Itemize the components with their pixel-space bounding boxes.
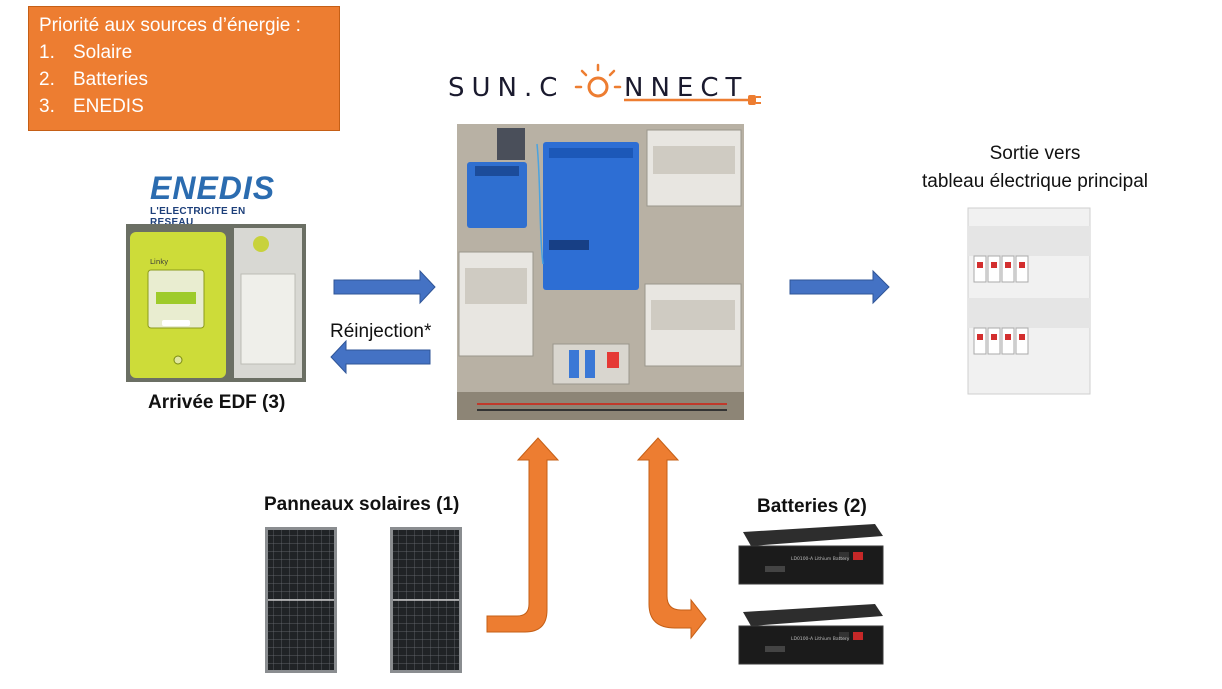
output-label-line2: tableau électrique principal — [921, 171, 1149, 192]
output-label-line1: Sortie vers — [989, 143, 1081, 164]
priority-item-solar: 1.Solaire — [39, 42, 133, 63]
edf-arrival-label: Arrivée EDF (3) — [148, 392, 286, 413]
svg-text:NNECT: NNECT — [624, 73, 748, 103]
solar-panels-label: Panneaux solaires (1) — [264, 494, 460, 515]
enedis-tagline: L'ELECTRICITE EN RESEAU — [150, 206, 246, 228]
svg-text:SUN.C: SUN.C — [448, 73, 564, 103]
arrow-battery-bidirectional — [636, 437, 707, 640]
priority-item-batteries: 2.Batteries — [39, 69, 148, 90]
battery-unit-1: LD0100-A Lithium Battery — [735, 520, 885, 588]
battery-unit-2: LD0100-A Lithium Battery — [735, 600, 885, 668]
arrow-output — [789, 269, 890, 305]
arrow-reinjection — [330, 339, 431, 375]
battery-2-model-text: LD0100-A Lithium Battery — [791, 636, 850, 642]
priority-title: Priorité aux sources d’énergie : — [39, 15, 301, 36]
solar-panel-2 — [390, 527, 462, 673]
enedis-logo: ENEDIS L'ELECTRICITE EN RESEAU — [150, 170, 290, 228]
output-label: Sortie vers tableau électrique principal — [880, 140, 1190, 196]
linky-meter-photo: Linky — [126, 224, 306, 382]
arrow-grid-in — [333, 269, 436, 305]
battery-1-model-text: LD0100-A Lithium Battery — [791, 556, 850, 562]
priority-item-enedis: 3.ENEDIS — [39, 96, 144, 117]
meter-brand-text: Linky — [150, 258, 168, 266]
reinjection-label: Réinjection* — [330, 321, 432, 342]
control-panel-photo — [457, 124, 744, 420]
priority-list: 1.Solaire 2.Batteries 3.ENEDIS — [39, 39, 329, 120]
sunconnect-logo: SUN.C NNECT — [448, 62, 768, 112]
distribution-board-photo — [966, 206, 1092, 396]
solar-panel-1 — [265, 527, 337, 673]
priority-box: Priorité aux sources d’énergie : 1.Solai… — [28, 6, 340, 131]
enedis-logo-word: ENEDIS — [150, 170, 276, 206]
arrow-solar-up — [486, 437, 560, 633]
batteries-label: Batteries (2) — [757, 496, 867, 517]
sun-icon — [574, 63, 622, 98]
